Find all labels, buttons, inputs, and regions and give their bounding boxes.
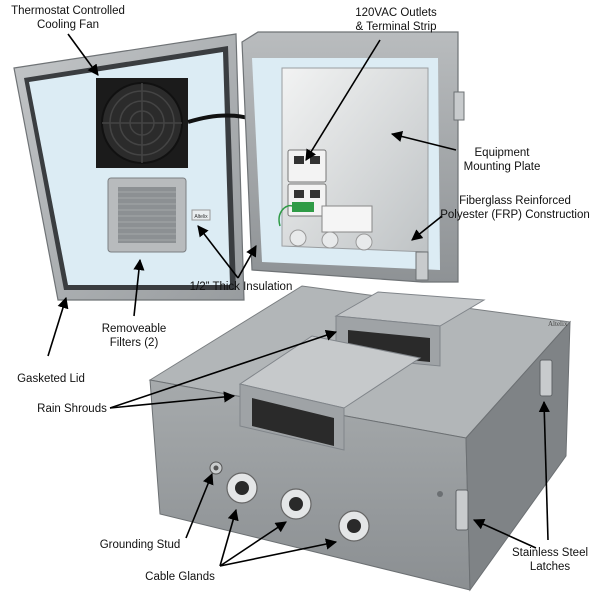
open-lid: Altelix bbox=[13, 33, 280, 301]
rain-shroud-lower bbox=[238, 335, 422, 451]
callout-rain-shrouds: Rain Shrouds bbox=[37, 403, 107, 415]
fan-icon bbox=[96, 78, 188, 168]
callout-filters: Removeable Filters (2) bbox=[101, 323, 167, 349]
cable-gland-icon bbox=[226, 472, 370, 542]
latch-icon bbox=[415, 91, 465, 281]
filter-grille-icon bbox=[107, 177, 187, 253]
grounding-stud-icon bbox=[209, 461, 223, 475]
lid-logo: Altelix bbox=[194, 214, 208, 220]
callout-gasketed-lid: Gasketed Lid bbox=[17, 373, 85, 385]
callout-frp: Fiberglass Reinforced Polyester (FRP) Co… bbox=[440, 195, 590, 221]
callout-latches: Stainless Steel Latches bbox=[511, 547, 589, 573]
front-logo: Altelix bbox=[548, 320, 568, 328]
latch-icon bbox=[455, 359, 553, 531]
callout-grounding-stud: Grounding Stud bbox=[99, 539, 181, 551]
callout-fan: Thermostat Controlled Cooling Fan bbox=[11, 5, 125, 31]
terminal-strip-icon bbox=[278, 202, 373, 233]
callout-cable-glands: Cable Glands bbox=[145, 571, 215, 583]
closed-box: Altelix bbox=[148, 285, 572, 592]
callout-outlets: 120VAC Outlets & Terminal Strip bbox=[355, 7, 437, 33]
callout-insulation: 1/2” Thick Insulation bbox=[189, 281, 293, 293]
open-box bbox=[241, 31, 465, 283]
callout-mounting-plate: Equipment Mounting Plate bbox=[463, 147, 541, 173]
callout-arrows bbox=[47, 33, 550, 567]
